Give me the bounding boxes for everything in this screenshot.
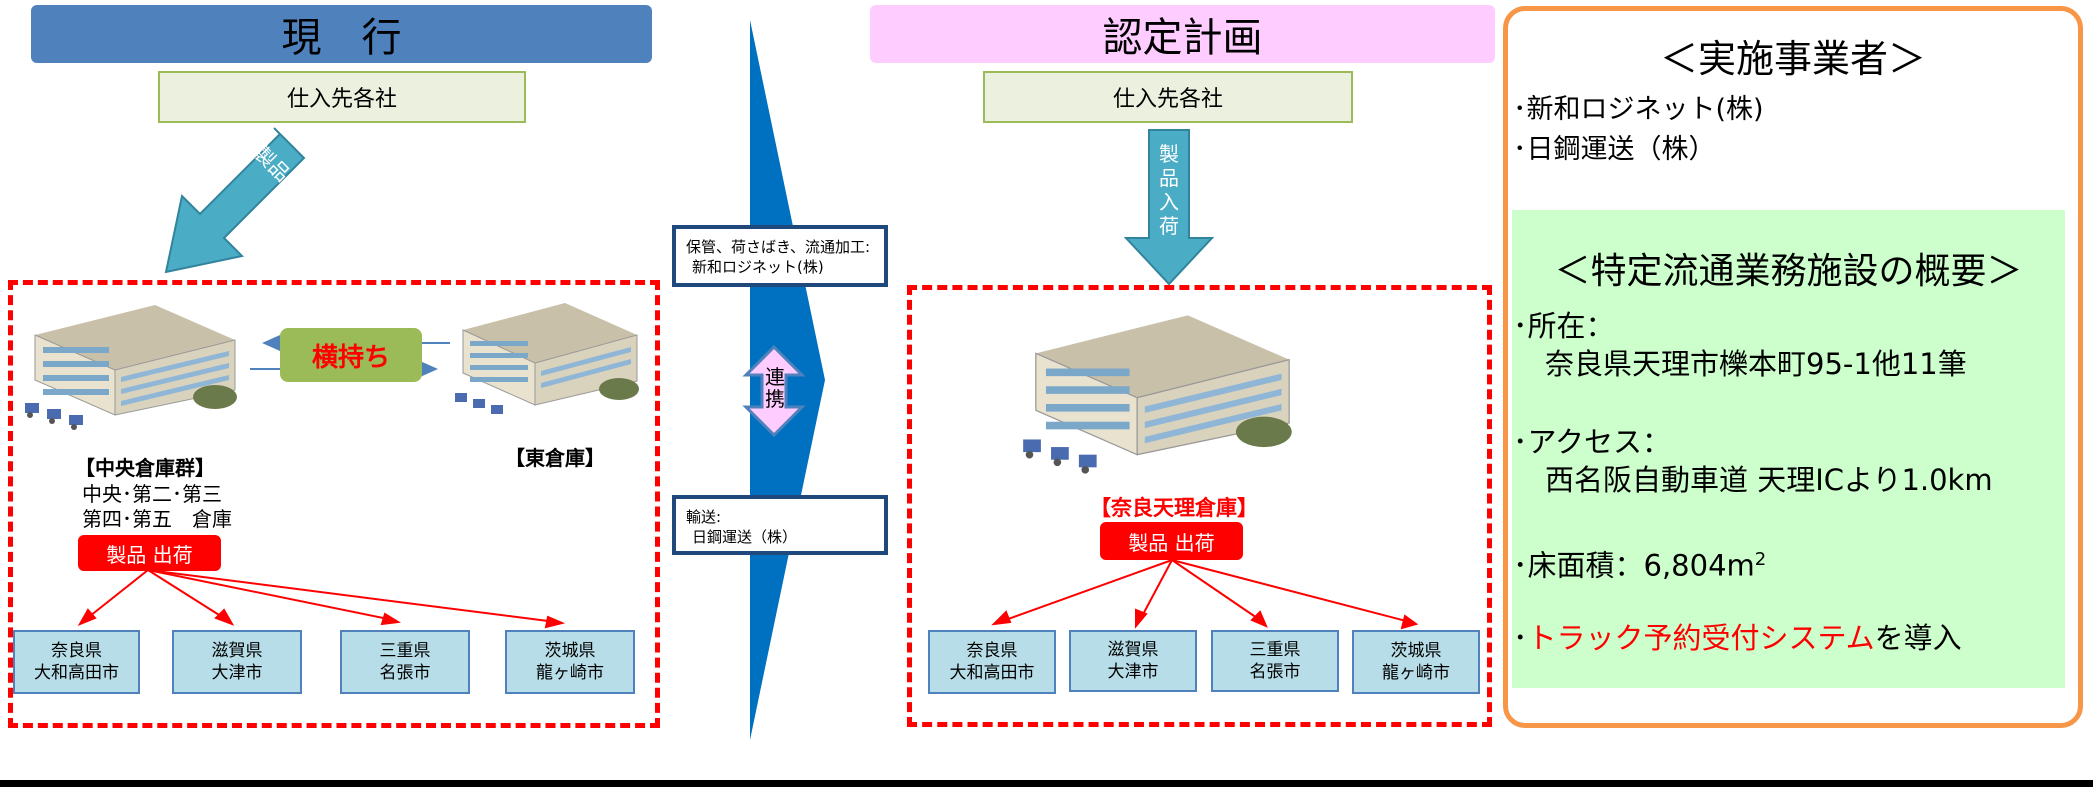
destination-pref: 奈良県 (966, 641, 1018, 661)
left-destination-box: 滋賀県 大津市 (172, 630, 302, 694)
left-ship-button: 製品 出荷 (78, 535, 221, 571)
truck-system-rest: を導入 (1874, 621, 1962, 655)
central-warehouse-sub1: 中央･第二･第三 (82, 482, 222, 506)
right-ship-button: 製品 出荷 (1100, 522, 1243, 560)
operator-note-storage: 保管、荷さばき、流通加工: 新和ロジネット(株) (672, 225, 888, 287)
right-destination-box: 三重県 名張市 (1211, 630, 1339, 692)
current-title: 現 行 (281, 15, 402, 61)
truck-system-highlight: トラック予約受付システム (1527, 621, 1875, 655)
facility-heading: ＜特定流通業務施設の概要＞ (1554, 251, 2023, 292)
truck-system-bullet: ･ (1513, 621, 1528, 655)
destination-pref: 奈良県 (51, 641, 102, 661)
floor-area-text: ･床面積：6,804m (1513, 548, 1755, 583)
left-destination-box: 奈良県 大和高田市 (13, 630, 140, 694)
destination-pref: 茨城県 (544, 641, 596, 661)
left-destination-box: 茨城県 龍ヶ崎市 (505, 630, 635, 694)
floor-area: ･床面積：6,804m2 (1513, 542, 1766, 584)
destination-city: 大和高田市 (949, 663, 1035, 683)
destination-city: 大津市 (211, 663, 263, 683)
left-inbound-arrow (164, 127, 306, 274)
operator-2: ･日鋼運送（株） (1513, 134, 1716, 165)
left-supplier-label: 仕入先各社 (286, 87, 397, 112)
note-storage-line1: 保管、荷さばき、流通加工: (686, 238, 871, 256)
nara-warehouse-label: 【奈良天理倉庫】 (1090, 496, 1258, 520)
yokomochi-label: 横持ち (311, 342, 390, 373)
destination-pref: 三重県 (379, 641, 431, 661)
location-label: ･所在： (1513, 309, 1615, 343)
right-inbound-arrow (1124, 129, 1214, 286)
truck-system: ･トラック予約受付システムを導入 (1513, 620, 1962, 656)
nara-warehouse-icon (1023, 315, 1292, 474)
cooperation-char: 連 (765, 365, 785, 389)
cooperation-arrow (742, 345, 806, 437)
destination-city: 龍ヶ崎市 (536, 663, 604, 683)
central-warehouse-label: 【中央倉庫群】 (75, 456, 215, 480)
right-arrow-char: 入 (1159, 190, 1179, 214)
left-supplier-box: 仕入先各社 (158, 71, 526, 123)
yokomochi-badge: 横持ち (280, 328, 422, 382)
east-warehouse-icon (455, 303, 639, 414)
right-destination-box: 茨城県 龍ヶ崎市 (1352, 630, 1480, 694)
right-arrow-char: 品 (1159, 166, 1179, 190)
facility-summary-box (1512, 210, 2065, 688)
current-title-bar: 現 行 (31, 5, 652, 63)
destination-pref: 滋賀県 (1107, 640, 1159, 660)
access-value: 西名阪自動車道 天理ICより1.0km (1545, 463, 1993, 497)
note-transport-line1: 輸送: (686, 508, 722, 526)
destination-pref: 茨城県 (1390, 641, 1442, 661)
east-warehouse-label: 【東倉庫】 (505, 446, 605, 470)
destination-city: 龍ヶ崎市 (1382, 663, 1450, 683)
left-ship-label: 製品 出荷 (106, 542, 193, 567)
left-ship-lines (77, 569, 566, 629)
right-warehouse-area (907, 285, 1492, 727)
destination-city: 大津市 (1107, 662, 1159, 682)
right-ship-lines (991, 559, 1419, 630)
destination-city: 名張市 (379, 663, 431, 683)
right-arrow-text: 製 品 入 荷 (1158, 142, 1180, 238)
operator-note-transport: 輸送: 日鋼運送（株） (672, 495, 888, 555)
floor-area-unit-sup: 2 (1754, 549, 1767, 570)
right-destination-box: 奈良県 大和高田市 (928, 630, 1056, 694)
destination-city: 名張市 (1249, 662, 1301, 682)
right-supplier-box: 仕入先各社 (983, 71, 1353, 123)
access-label: ･アクセス： (1513, 425, 1672, 459)
right-arrow-char: 荷 (1159, 214, 1179, 238)
left-destination-box: 三重県 名張市 (340, 630, 470, 694)
destination-pref: 三重県 (1249, 640, 1301, 660)
location-value: 奈良県天理市櫟本町95-1他11筆 (1545, 347, 1967, 381)
note-storage-line2: 新和ロジネット(株) (692, 258, 824, 276)
operator-1: ･新和ロジネット(株) (1513, 94, 1764, 125)
right-supplier-label: 仕入先各社 (1112, 87, 1223, 112)
left-warehouse-area (8, 280, 660, 728)
right-ship-label: 製品 出荷 (1128, 530, 1215, 555)
destination-city: 大和高田市 (34, 663, 119, 683)
right-destination-box: 滋賀県 大津市 (1069, 630, 1197, 692)
note-transport-line2: 日鋼運送（株） (692, 528, 798, 546)
operators-heading: ＜実施事業者＞ (1659, 37, 1926, 81)
destination-pref: 滋賀県 (211, 641, 263, 661)
right-arrow-char: 製 (1159, 142, 1179, 166)
plan-title-bar: 認定計画 (870, 5, 1495, 63)
central-warehouse-sub2: 第四･第五 倉庫 (82, 507, 232, 531)
cooperation-char: 携 (765, 387, 785, 411)
plan-title: 認定計画 (1102, 15, 1263, 61)
central-warehouse-icon (25, 305, 237, 430)
cooperation-text: 連 携 (765, 366, 785, 410)
